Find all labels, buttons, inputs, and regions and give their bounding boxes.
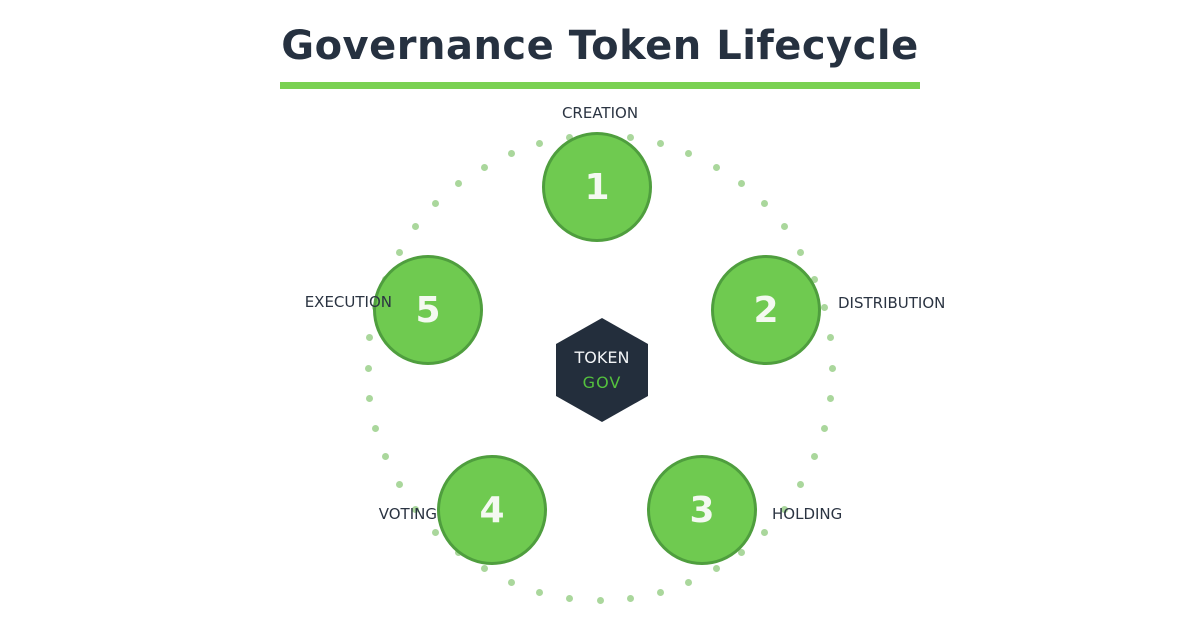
ring-dot (780, 505, 788, 513)
ring-dot (737, 180, 745, 188)
ring-dot (626, 134, 634, 142)
stage-number: 5 (415, 289, 441, 331)
stage-number: 4 (479, 489, 505, 531)
ring-dot (364, 364, 372, 372)
ring-dot (685, 578, 693, 586)
ring-dot (412, 505, 420, 513)
ring-dot (828, 364, 836, 372)
stage-label-voting: VOTING (378, 505, 437, 523)
ring-dot (480, 565, 488, 573)
ring-dot (685, 150, 693, 158)
stage-label-execution: EXECUTION (304, 293, 392, 311)
ring-dot (797, 480, 805, 488)
ring-dot (412, 223, 420, 231)
ring-dot (395, 480, 403, 488)
ring-dot (712, 565, 720, 573)
ring-dot (820, 304, 828, 312)
ring-dot (536, 588, 544, 596)
ring-dot (480, 163, 488, 171)
ring-dot (366, 394, 374, 402)
ring-dot (760, 528, 768, 536)
ring-dot (820, 424, 828, 432)
ring-dot (432, 200, 440, 208)
ring-dot (780, 223, 788, 231)
title-underline (280, 82, 920, 89)
stage-node-distribution: 2 (711, 255, 821, 365)
stage-node-creation: 1 (542, 132, 652, 242)
ring-dot (432, 528, 440, 536)
ring-dot (366, 334, 374, 342)
ring-dot (656, 588, 664, 596)
stage-node-voting: 4 (437, 455, 547, 565)
stage-label-holding: HOLDING (772, 505, 843, 523)
ring-dot (826, 334, 834, 342)
stage-label-distribution: DISTRIBUTION (838, 294, 946, 312)
stage-label-creation: CREATION (561, 104, 639, 122)
ring-dot (656, 140, 664, 148)
ring-dot (566, 594, 574, 602)
stage-number: 2 (753, 289, 779, 331)
ring-dot (797, 248, 805, 256)
stage-number: 1 (584, 166, 610, 208)
ring-dot (382, 453, 390, 461)
token-name: TOKEN (574, 347, 630, 367)
ring-dot (507, 578, 515, 586)
ring-dot (395, 248, 403, 256)
ring-dot (810, 275, 818, 283)
ring-dot (737, 548, 745, 556)
ring-dot (626, 594, 634, 602)
stage-number: 3 (689, 489, 715, 531)
ring-dot (596, 596, 604, 604)
ring-dot (507, 150, 515, 158)
ring-dot (712, 163, 720, 171)
ring-dot (810, 453, 818, 461)
page-title: Governance Token Lifecycle (281, 23, 919, 69)
ring-dot (372, 424, 380, 432)
ring-dot (760, 200, 768, 208)
ring-dot (455, 180, 463, 188)
stage-node-execution: 5 (373, 255, 483, 365)
stage-node-holding: 3 (647, 455, 757, 565)
token-symbol: GOV (582, 372, 622, 392)
ring-dot (536, 140, 544, 148)
ring-dot (826, 394, 834, 402)
